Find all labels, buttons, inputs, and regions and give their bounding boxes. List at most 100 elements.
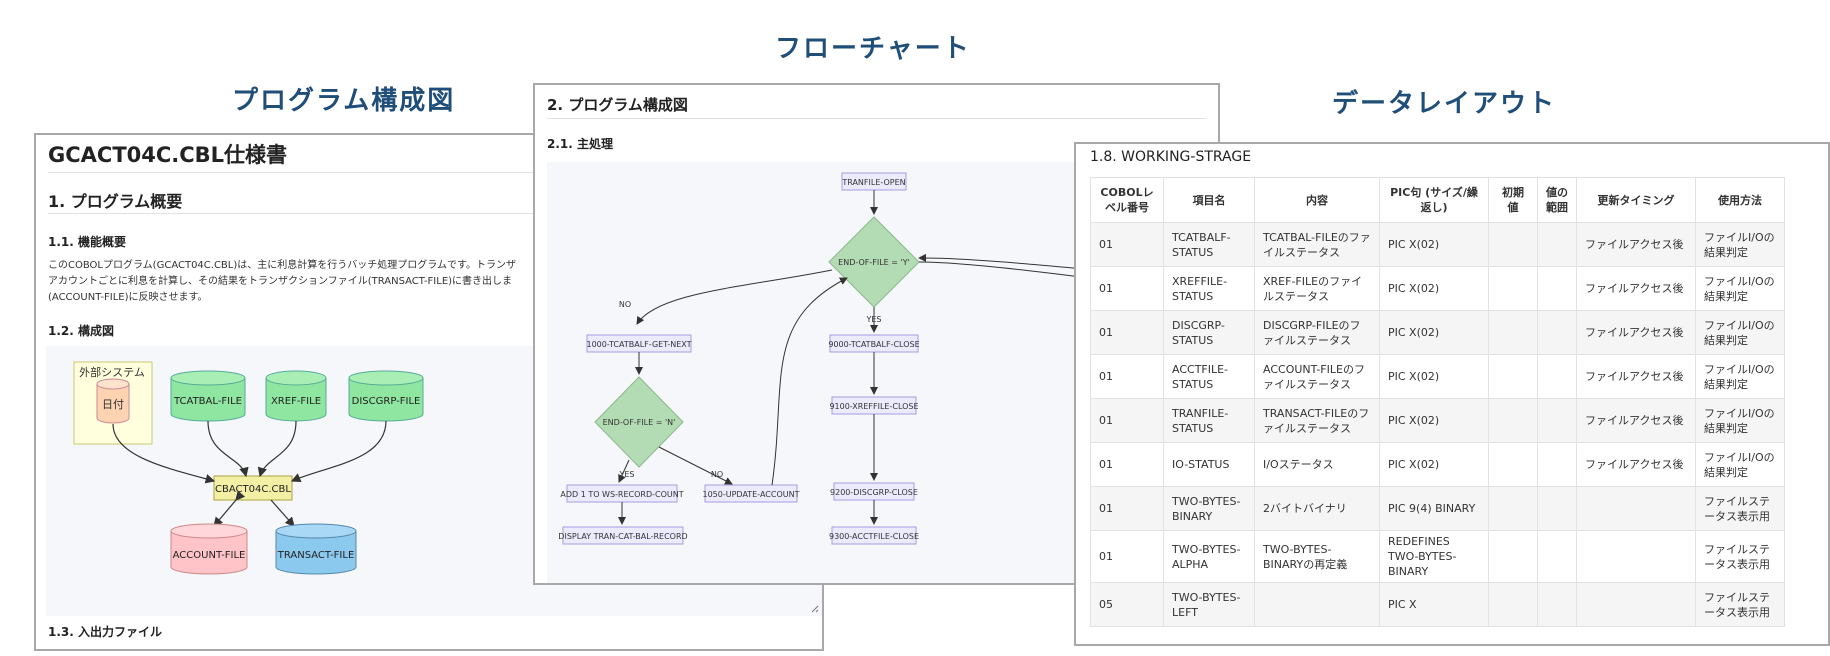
cell-initial bbox=[1488, 398, 1538, 443]
data-layout-panel: 1.8. WORKING-STRAGE COBOLレベル番号 項目名 内容 PI… bbox=[1074, 142, 1830, 646]
col-header: COBOLレベル番号 bbox=[1090, 177, 1164, 223]
node-acctfile-close-label: 9300-ACCTFILE-CLOSE bbox=[829, 532, 919, 541]
col-header: 内容 bbox=[1254, 177, 1380, 223]
node-tranfile-open-label: TRANFILE-OPEN bbox=[841, 178, 905, 187]
cell-update-timing bbox=[1576, 530, 1696, 583]
col-header: PIC句 (サイズ/繰返し) bbox=[1379, 177, 1489, 223]
cell-item-name: DISCGRP-STATUS bbox=[1163, 310, 1255, 355]
cell-usage: ファイルステータス表示用 bbox=[1695, 582, 1785, 627]
cell-item-name: TWO-BYTES-BINARY bbox=[1163, 486, 1255, 531]
decision-eof-n bbox=[594, 376, 684, 468]
node-update-account-label: 1050-UPDATE-ACCOUNT bbox=[703, 490, 800, 499]
col-header: 更新タイミング bbox=[1576, 177, 1696, 223]
col-header: 初期値 bbox=[1488, 177, 1538, 223]
cell-pic: PIC X(02) bbox=[1379, 266, 1489, 311]
divider bbox=[48, 172, 810, 173]
cell-content: XREF-FILEのファイルステータス bbox=[1254, 266, 1380, 311]
cell-item-name: TCATBALF-STATUS bbox=[1163, 222, 1255, 267]
cell-initial bbox=[1488, 310, 1538, 355]
svg-text:日付: 日付 bbox=[102, 398, 124, 411]
cell-level: 01 bbox=[1090, 354, 1164, 399]
paragraph-line: アカウントごとに利息を計算し、その結果をトランザクションファイル(TRANSAC… bbox=[48, 276, 513, 287]
cell-level: 05 bbox=[1090, 582, 1164, 627]
cell-initial bbox=[1488, 530, 1538, 583]
working-storage-table: COBOLレベル番号 項目名 内容 PIC句 (サイズ/繰返し) 初期値 値の範… bbox=[1090, 177, 1785, 627]
cell-initial bbox=[1488, 582, 1538, 627]
svg-text:CBACT04C.CBL: CBACT04C.CBL bbox=[215, 484, 291, 495]
document-title: GCACT04C.CBL仕様書 bbox=[48, 143, 288, 167]
cell-item-name: TWO-BYTES-LEFT bbox=[1163, 582, 1255, 627]
node-update-account bbox=[704, 484, 798, 503]
cell-usage: ファイルステータス表示用 bbox=[1695, 530, 1785, 583]
paragraph-line: (ACCOUNT-FILE)に反映させます。 bbox=[48, 292, 208, 303]
label-no-1: NO bbox=[619, 300, 631, 309]
tcatbal-file-node: TCATBAL-FILE bbox=[170, 370, 246, 422]
heading-function: 1.1. 機能概要 bbox=[48, 235, 126, 249]
svg-text:TCATBAL-FILE: TCATBAL-FILE bbox=[173, 396, 242, 407]
cell-range bbox=[1537, 442, 1577, 487]
cell-item-name: TWO-BYTES-ALPHA bbox=[1163, 530, 1255, 583]
cell-pic: REDEFINES TWO-BYTES-BINARY bbox=[1379, 530, 1489, 583]
cell-update-timing: ファイルアクセス後 bbox=[1576, 222, 1696, 267]
node-get-next-label: 1000-TCATBALF-GET-NEXT bbox=[586, 340, 691, 349]
decision-eof-n-label: END-OF-FILE = 'N' bbox=[603, 418, 676, 427]
heading-program-structure: 2. プログラム構成図 bbox=[547, 96, 688, 114]
cell-usage: ファイルステータス表示用 bbox=[1695, 486, 1785, 531]
cell-content: TCATBAL-FILEのファイルステータス bbox=[1254, 222, 1380, 267]
cell-level: 01 bbox=[1090, 398, 1164, 443]
cell-update-timing: ファイルアクセス後 bbox=[1576, 266, 1696, 311]
cell-update-timing: ファイルアクセス後 bbox=[1576, 354, 1696, 399]
section-title-datalayout: データレイアウト bbox=[1332, 89, 1557, 119]
cell-item-name: IO-STATUS bbox=[1163, 442, 1255, 487]
cell-initial bbox=[1488, 222, 1538, 267]
cell-usage: ファイルI/Oの結果判定 bbox=[1695, 222, 1785, 267]
divider bbox=[48, 213, 810, 214]
cell-update-timing: ファイルアクセス後 bbox=[1576, 398, 1696, 443]
cell-range bbox=[1537, 486, 1577, 531]
cell-pic: PIC X(02) bbox=[1379, 222, 1489, 267]
heading-main-process: 2.1. 主処理 bbox=[547, 137, 613, 151]
cell-range bbox=[1537, 222, 1577, 267]
cell-initial bbox=[1488, 266, 1538, 311]
svg-text:DISCGRP-FILE: DISCGRP-FILE bbox=[352, 396, 421, 407]
node-tcatbalf-close-label: 9000-TCATBALF-CLOSE bbox=[828, 340, 919, 349]
cell-usage: ファイルI/Oの結果判定 bbox=[1695, 266, 1785, 311]
label-yes-1: YES bbox=[865, 315, 881, 324]
cell-pic: PIC 9(4) BINARY bbox=[1379, 486, 1489, 531]
label-yes-2: YES bbox=[618, 470, 634, 479]
cell-pic: PIC X(02) bbox=[1379, 310, 1489, 355]
decision-eof-y-label: END-OF-FILE = 'Y' bbox=[838, 258, 910, 267]
cell-initial bbox=[1488, 442, 1538, 487]
cell-content: TRANSACT-FILEのファイルステータス bbox=[1254, 398, 1380, 443]
external-system-label: 外部システム bbox=[79, 365, 145, 379]
col-header: 値の範囲 bbox=[1537, 177, 1577, 223]
cell-usage: ファイルI/Oの結果判定 bbox=[1695, 310, 1785, 355]
cell-content: I/Oステータス bbox=[1254, 442, 1380, 487]
cell-pic: PIC X(02) bbox=[1379, 398, 1489, 443]
node-display-record-label: DISPLAY TRAN-CAT-BAL-RECORD bbox=[558, 532, 687, 541]
transact-file-node: TRANSACT-FILE bbox=[275, 523, 357, 575]
cell-level: 01 bbox=[1090, 266, 1164, 311]
cell-item-name: ACCTFILE-STATUS bbox=[1163, 354, 1255, 399]
cell-content: TWO-BYTES-BINARYの再定義 bbox=[1254, 530, 1380, 583]
label-no-2: NO bbox=[711, 470, 723, 479]
section-title-structure: プログラム構成図 bbox=[232, 86, 456, 116]
cell-content: DISCGRP-FILEのファイルステータス bbox=[1254, 310, 1380, 355]
cell-range bbox=[1537, 310, 1577, 355]
cell-content bbox=[1254, 582, 1380, 627]
cell-pic: PIC X(02) bbox=[1379, 354, 1489, 399]
svg-text:XREF-FILE: XREF-FILE bbox=[271, 396, 321, 407]
program-node: CBACT04C.CBL bbox=[213, 475, 293, 501]
cell-level: 01 bbox=[1090, 442, 1164, 487]
cell-usage: ファイルI/Oの結果判定 bbox=[1695, 354, 1785, 399]
cell-update-timing bbox=[1576, 486, 1696, 531]
heading-working-storage: 1.8. WORKING-STRAGE bbox=[1090, 149, 1252, 165]
cell-range bbox=[1537, 582, 1577, 627]
date-node: 日付 bbox=[96, 378, 130, 424]
